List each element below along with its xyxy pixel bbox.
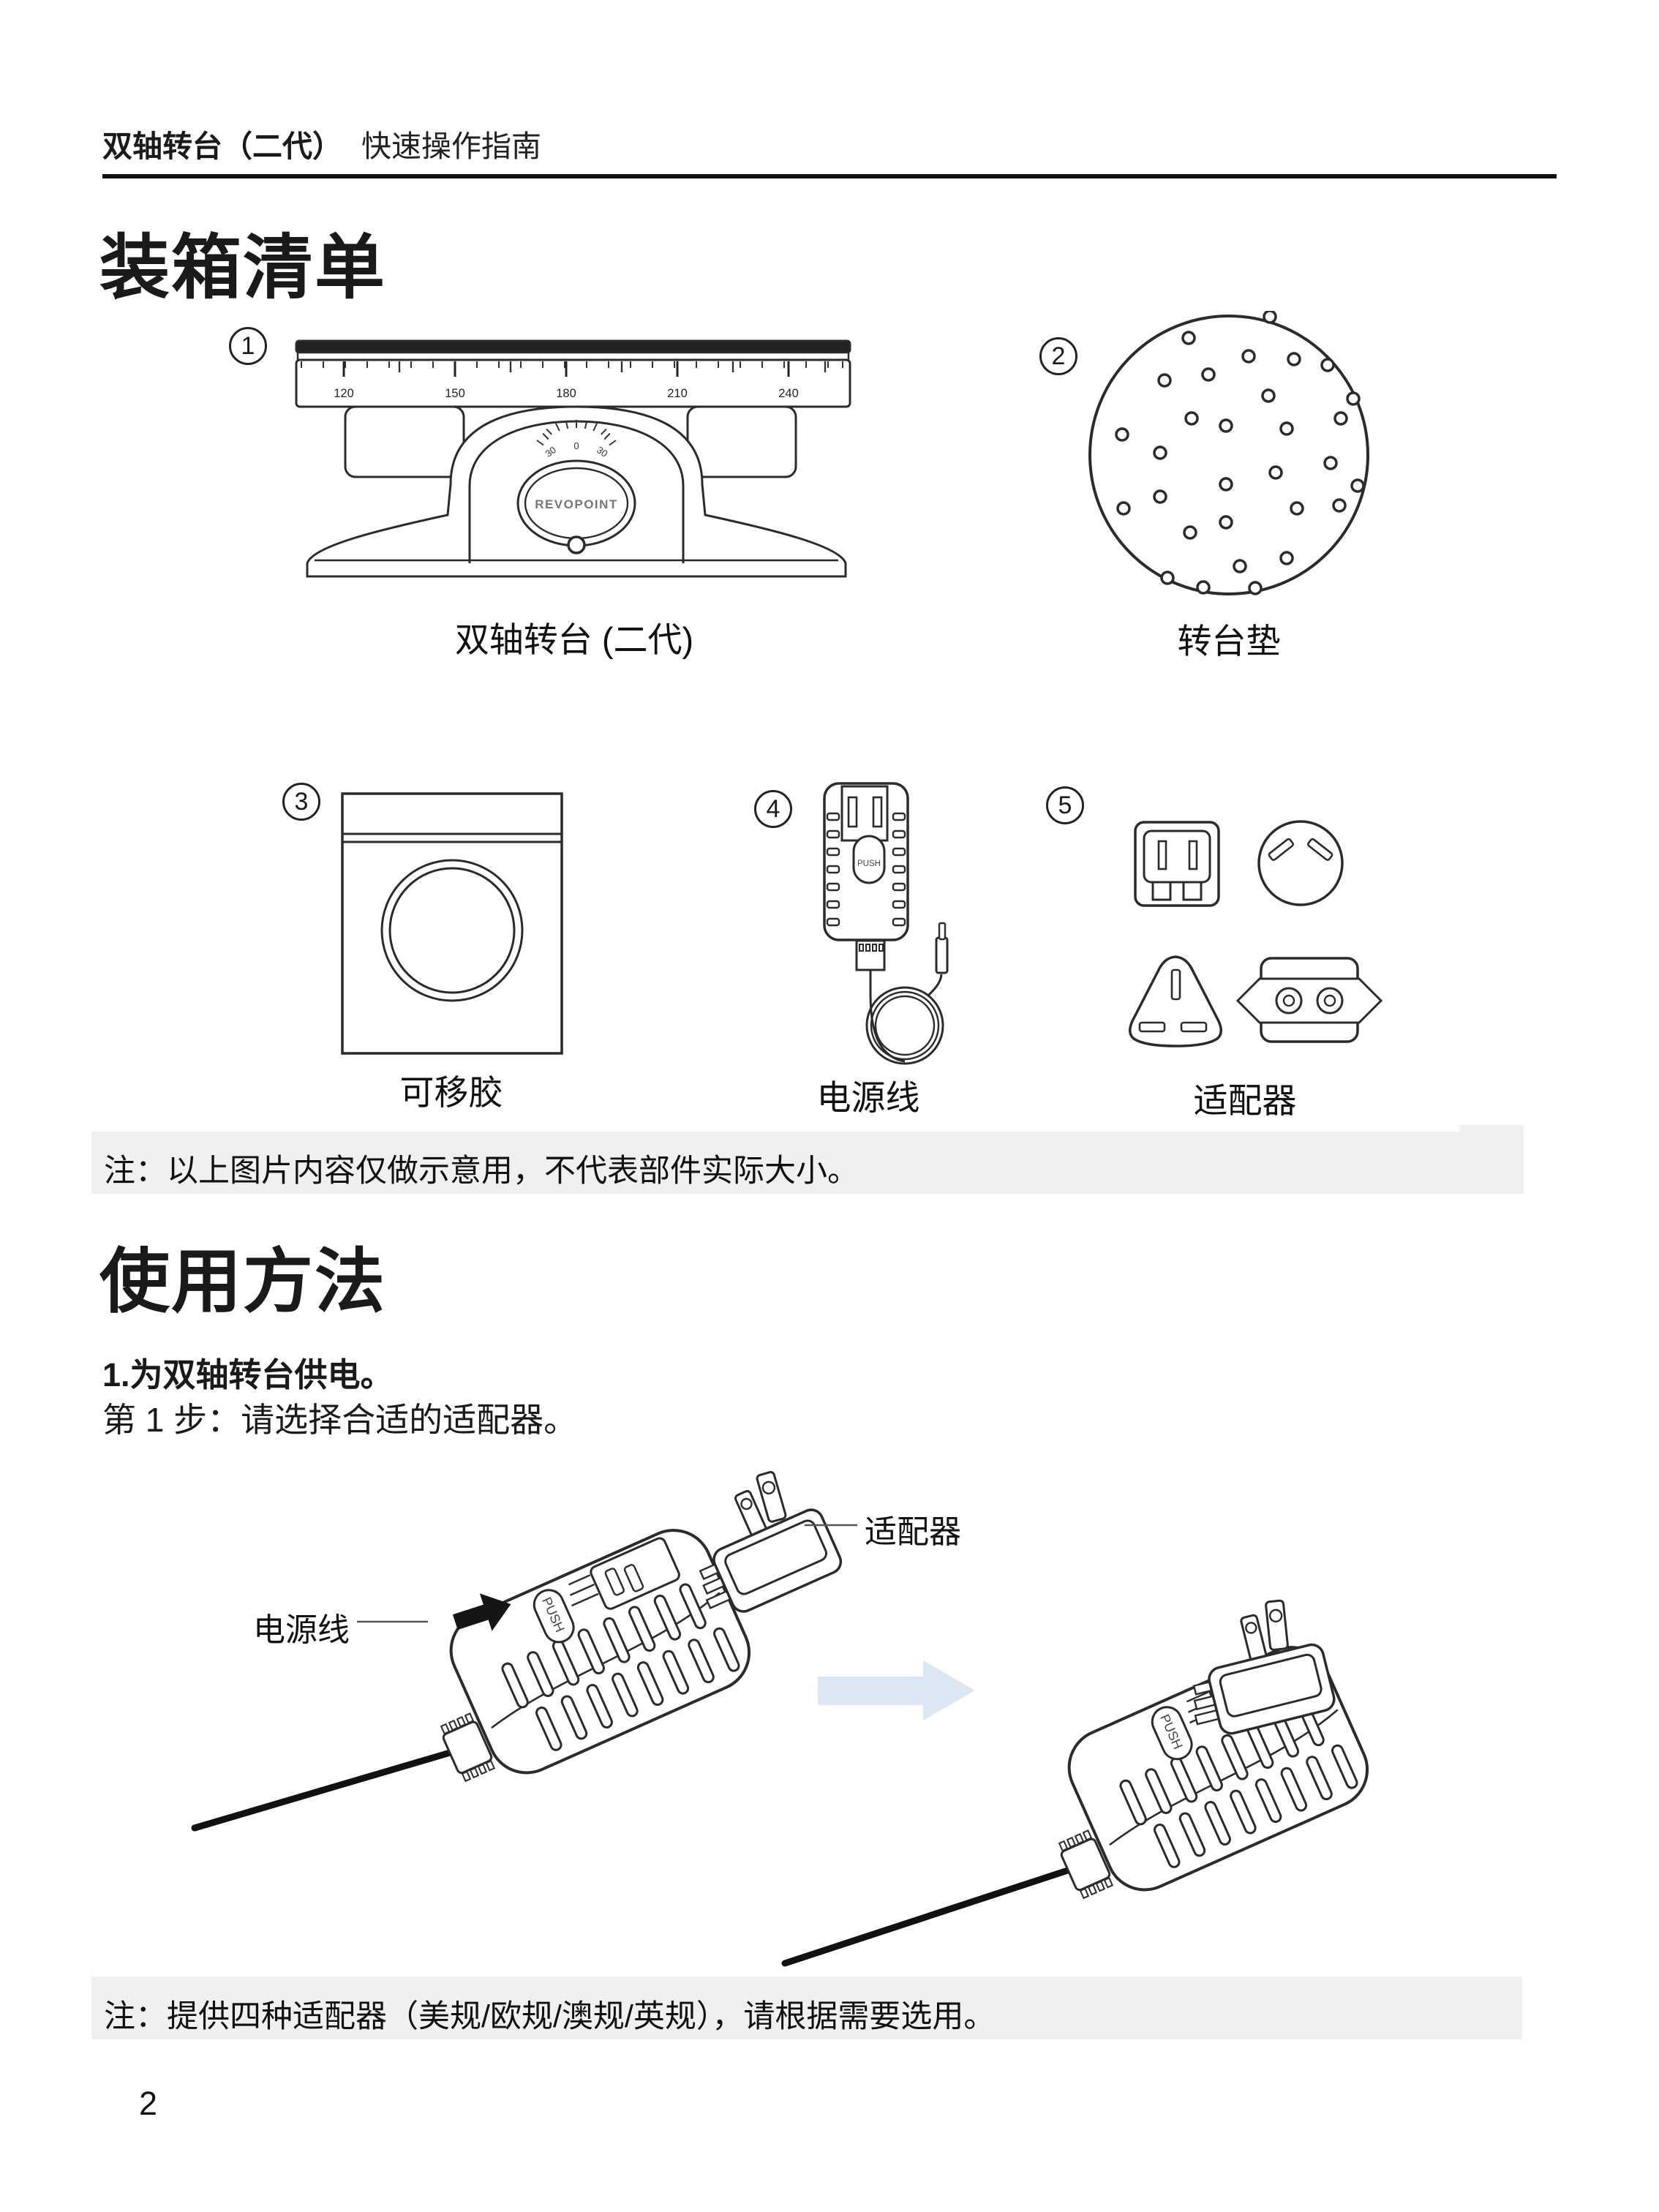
turntable-illustration: 120 150 180 210 240 30 0 30 REVOPOINT xyxy=(295,339,851,578)
ruler-label-180: 180 xyxy=(556,387,576,400)
power-adapter-left: PUSH xyxy=(401,1516,763,1803)
header-divider xyxy=(102,174,1557,178)
packing-title: 装箱清单 xyxy=(99,229,386,307)
turntable-dial-numbers: 30 0 30 xyxy=(543,440,609,459)
header-product-name: 双轴转台（二代） xyxy=(102,129,342,163)
item3-badge: 3 xyxy=(282,783,320,821)
item3-number: 3 xyxy=(294,787,309,816)
cable-figure-label: 电源线 xyxy=(253,1612,350,1648)
item4-caption: 电源线 xyxy=(816,1078,920,1117)
turntable-dial-ticks xyxy=(536,420,617,446)
turntable-base-hole xyxy=(567,535,586,554)
adapter-note-text: 注：提供四种适配器（美规/欧规/澳规/英规），请根据需要选用。 xyxy=(104,1999,996,2034)
transition-arrow xyxy=(818,1660,975,1720)
item1-caption: 双轴转台 (二代) xyxy=(454,620,694,659)
psu-dc-plug xyxy=(935,922,949,974)
turntable-ruler-numbers: 120 150 180 210 240 xyxy=(334,387,799,400)
dial-label-left-30: 30 xyxy=(543,444,557,459)
turntable-platter-top xyxy=(295,339,851,354)
packing-note-text: 注：以上图片内容仅做示意用，不代表部件实际大小。 xyxy=(104,1154,859,1189)
psu-vents-left xyxy=(826,812,840,927)
adapter-uk xyxy=(1129,955,1222,1047)
adapter-eu xyxy=(1235,957,1383,1043)
turntable-ruler-major-ticks xyxy=(342,361,790,377)
item3-caption: 可移胶 xyxy=(399,1073,503,1112)
item1-number: 1 xyxy=(241,331,255,360)
turntable-ruler-medium-ticks xyxy=(398,361,827,372)
psu-coiled-cable xyxy=(865,970,944,1065)
item5-number: 5 xyxy=(1058,791,1072,819)
turntable-ruler-face xyxy=(295,358,851,408)
psu-prong-slot-right xyxy=(872,796,883,828)
item5-caption: 适配器 xyxy=(1193,1081,1297,1120)
packing-note-band: 注：以上图片内容仅做示意用，不代表部件实际大小。 xyxy=(91,1132,1524,1194)
ruler-label-120: 120 xyxy=(334,387,354,400)
ruler-label-240: 240 xyxy=(778,387,799,400)
adapter-us xyxy=(1134,821,1220,907)
turntable-right-support xyxy=(686,405,797,478)
insert-direction-arrow xyxy=(452,1593,511,1631)
left-power-cord xyxy=(191,1744,471,1832)
turntable-ruler-minor-ticks xyxy=(301,361,843,368)
item1-badge: 1 xyxy=(229,327,267,365)
glue-bag-seal-lines xyxy=(342,832,562,843)
psu-push-button xyxy=(852,835,886,884)
adapter-au xyxy=(1257,820,1344,906)
adapters-illustration xyxy=(1129,820,1383,1047)
power-adapter-right: PUSH xyxy=(1019,1590,1381,1920)
adapter-figure-label: 适配器 xyxy=(865,1514,961,1550)
pad-outline xyxy=(1088,315,1369,595)
item2-badge: 2 xyxy=(1039,337,1077,375)
turntable-left-support xyxy=(344,405,465,478)
turntable-pad-illustration xyxy=(1088,311,1369,595)
right-power-cord xyxy=(781,1861,1089,1967)
psu-prong-slot-left xyxy=(847,796,858,828)
power-cable-illustration: PUSH xyxy=(823,782,949,1065)
dial-label-right-30: 30 xyxy=(595,444,609,459)
dial-label-0: 0 xyxy=(573,440,579,451)
usage-title: 使用方法 xyxy=(99,1243,386,1321)
removable-glue-illustration xyxy=(341,792,563,1055)
usage-step1-body: 第 1 步：请选择合适的适配器。 xyxy=(102,1401,578,1439)
usage-step1-heading: 1.为双轴转台供电。 xyxy=(102,1356,394,1393)
item5-badge: 5 xyxy=(1046,786,1084,824)
turntable-brand-logo: REVOPOINT xyxy=(535,497,618,511)
step1-diagram: PUSH PUSH xyxy=(191,1457,1381,1967)
psu-push-label: PUSH xyxy=(857,859,881,868)
header-guide-name: 快速操作指南 xyxy=(361,129,541,163)
item4-number: 4 xyxy=(766,794,780,823)
psu-connector-teeth xyxy=(859,944,884,952)
glue-ring-inner xyxy=(388,867,516,994)
pad-marker-dots xyxy=(1115,311,1365,595)
page-number: 2 xyxy=(139,2085,158,2122)
page-header: 双轴转台（二代） 快速操作指南 xyxy=(102,121,541,165)
item2-caption: 转台垫 xyxy=(1177,622,1281,661)
ruler-label-150: 150 xyxy=(445,387,465,400)
psu-vents-right xyxy=(892,812,906,927)
adapter-note-band: 注：提供四种适配器（美规/欧规/澳规/英规），请根据需要选用。 xyxy=(91,1976,1522,2039)
item4-badge: 4 xyxy=(754,790,792,828)
item2-number: 2 xyxy=(1051,342,1066,370)
ruler-label-210: 210 xyxy=(667,387,688,400)
